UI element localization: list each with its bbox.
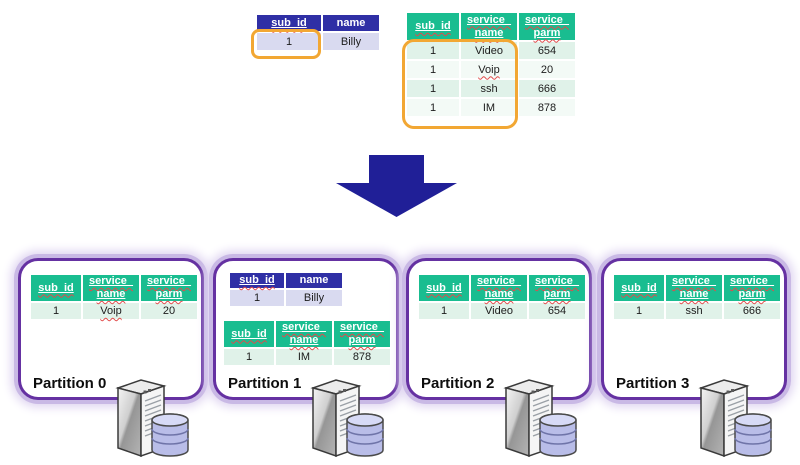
column-header-sub-id: sub_id [224, 321, 274, 347]
table-header-row: sub_id service_name service_parm [224, 321, 390, 347]
down-arrow-icon [336, 155, 457, 217]
table-cell: 666 [724, 303, 780, 319]
table-row: 1 Voip 20 [407, 61, 575, 78]
table-row: 1 IM 878 [224, 349, 390, 365]
table-row: 1 Voip 20 [31, 303, 197, 319]
table-cell: ssh [461, 80, 517, 97]
table-cell: Billy [323, 33, 379, 50]
table-cell: 20 [519, 61, 575, 78]
database-icon [151, 413, 189, 457]
table-cell: 1 [230, 290, 284, 306]
column-header-sub-id: sub_id [407, 13, 459, 40]
column-header-name: name [323, 15, 379, 31]
subscriber-table-top: sub_id name 1 Billy [255, 13, 381, 52]
table-cell: 878 [519, 99, 575, 116]
database-icon [346, 413, 384, 457]
column-header-service-parm: service_parm [334, 321, 390, 347]
service-table: sub_id service_name service_parm 1 Voip … [29, 273, 199, 321]
table-cell: 1 [419, 303, 469, 319]
database-icon [539, 413, 577, 457]
table-header-row: sub_id service_name service_parm [407, 13, 575, 40]
column-header-service-name: service_name [666, 275, 722, 301]
partition-label: Partition 3 [616, 375, 690, 392]
table-cell: IM [461, 99, 517, 116]
table-header-row: sub_id service_name service_parm [614, 275, 780, 301]
column-header-sub-id: sub_id [257, 15, 321, 31]
partition-box-0: sub_id service_name service_parm 1 Voip … [18, 258, 204, 458]
table-row: 1 Video 654 [419, 303, 585, 319]
table-cell: Voip [83, 303, 139, 319]
table-cell: Video [461, 42, 517, 59]
column-header-sub-id: sub_id [31, 275, 81, 301]
database-icon [734, 413, 772, 457]
subscriber-table: sub_id name 1 Billy [228, 271, 344, 308]
table-cell: 1 [257, 33, 321, 50]
column-header-sub-id: sub_id [614, 275, 664, 301]
partition-label: Partition 0 [33, 375, 107, 392]
table-header-row: sub_id name [257, 15, 379, 31]
table-cell: 1 [31, 303, 81, 319]
partition-box-3: sub_id service_name service_parm 1 ssh 6… [601, 258, 787, 458]
column-header-service-name: service_name [276, 321, 332, 347]
table-cell: 1 [407, 42, 459, 59]
table-cell: 1 [224, 349, 274, 365]
table-row: 1 Billy [230, 290, 342, 306]
table-header-row: sub_id name [230, 273, 342, 288]
table-row: 1 Billy [257, 33, 379, 50]
column-header-service-name: service_name [471, 275, 527, 301]
table-cell: 1 [614, 303, 664, 319]
table-cell: 1 [407, 99, 459, 116]
partition-box-2: sub_id service_name service_parm 1 Video… [406, 258, 592, 458]
partition-label: Partition 1 [228, 375, 302, 392]
column-header-service-parm: service_parm [141, 275, 197, 301]
table-cell: Video [471, 303, 527, 319]
table-row: 1 Video 654 [407, 42, 575, 59]
table-cell: Voip [461, 61, 517, 78]
table-cell: 1 [407, 61, 459, 78]
table-row: 1 ssh 666 [407, 80, 575, 97]
table-cell: 1 [407, 80, 459, 97]
table-cell: 20 [141, 303, 197, 319]
partition-label: Partition 2 [421, 375, 495, 392]
table-row: 1 ssh 666 [614, 303, 780, 319]
table-header-row: sub_id service_name service_parm [31, 275, 197, 301]
column-header-service-parm: service_parm [724, 275, 780, 301]
column-header-service-name: service_name [83, 275, 139, 301]
table-cell: 654 [519, 42, 575, 59]
service-table: sub_id service_name service_parm 1 ssh 6… [612, 273, 782, 321]
table-cell: 654 [529, 303, 585, 319]
column-header-service-name: service_name [461, 13, 517, 40]
column-header-service-parm: service_parm [519, 13, 575, 40]
column-header-sub-id: sub_id [230, 273, 284, 288]
table-cell: IM [276, 349, 332, 365]
partition-box-1: sub_id name 1 Billy sub_id service_name … [213, 258, 399, 458]
service-table: sub_id service_name service_parm 1 IM 87… [222, 319, 392, 367]
column-header-service-parm: service_parm [529, 275, 585, 301]
table-cell: Billy [286, 290, 342, 306]
table-cell: 666 [519, 80, 575, 97]
table-cell: 878 [334, 349, 390, 365]
service-table-top: sub_id service_name service_parm 1 Video… [405, 11, 577, 118]
column-header-name: name [286, 273, 342, 288]
table-row: 1 IM 878 [407, 99, 575, 116]
table-cell: ssh [666, 303, 722, 319]
column-header-sub-id: sub_id [419, 275, 469, 301]
service-table: sub_id service_name service_parm 1 Video… [417, 273, 587, 321]
table-header-row: sub_id service_name service_parm [419, 275, 585, 301]
